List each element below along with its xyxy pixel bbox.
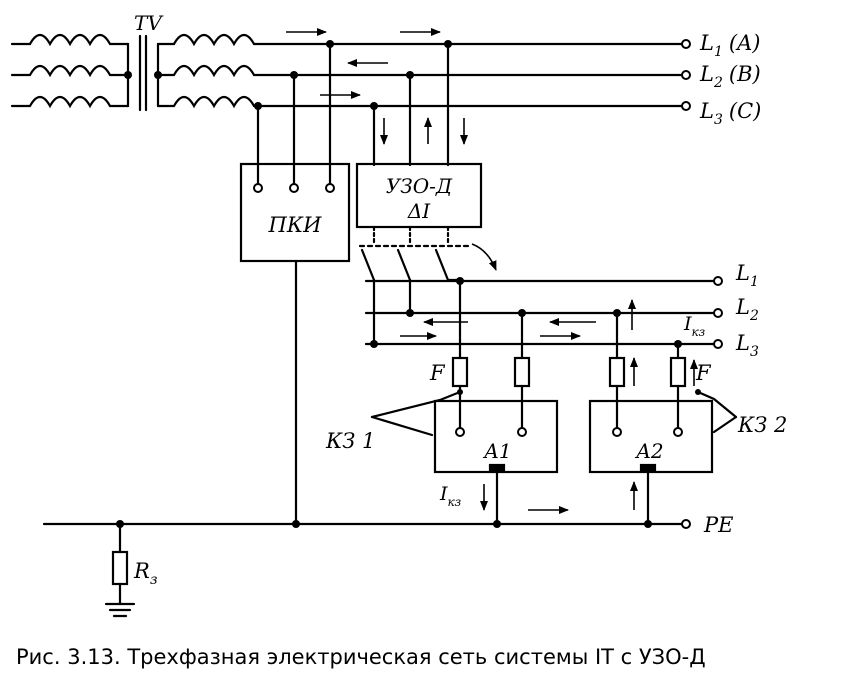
switch-contact-1: [360, 248, 376, 282]
svg-text:Iкз: Iкз: [683, 313, 705, 339]
device-a1-label: A1: [482, 439, 511, 463]
svg-text:L1(A): L1(A): [699, 31, 760, 60]
pki-label: ПКИ: [268, 213, 323, 237]
svg-text:L2(B): L2(B): [699, 62, 761, 91]
svg-text:Rз: Rз: [133, 559, 157, 588]
fuse-label-right: F: [695, 361, 712, 385]
svg-text:L2: L2: [735, 295, 759, 324]
transformer-secondary: [156, 33, 256, 109]
uzo-delta-label: ΔI: [407, 199, 431, 223]
kz1-label: КЗ 1: [325, 429, 375, 453]
line-l3-label: L3(C): [699, 99, 761, 128]
bus-l3-label: L3: [735, 331, 759, 360]
bus-l2-label: L2: [735, 295, 759, 324]
svg-text:L3(C): L3(C): [699, 99, 761, 128]
fuse-label-left: F: [429, 361, 446, 385]
transformer-label: TV: [134, 11, 164, 35]
uzo-box: [355, 162, 483, 229]
terminals: [253, 39, 723, 529]
line-l1-label: L1(A): [699, 31, 760, 60]
current-arrows: [286, 28, 698, 514]
ikz-label-top: Iкз: [683, 313, 705, 339]
transformer-core: [138, 34, 148, 112]
fuse-4: [669, 356, 687, 388]
ikz-label-bottom: Iкз: [439, 483, 461, 509]
svg-text:L1: L1: [735, 261, 759, 290]
uzo-label: УЗО-Д: [386, 174, 453, 198]
svg-text:Iкз: Iкз: [439, 483, 461, 509]
ground-symbol: [104, 602, 136, 618]
svg-text:L3: L3: [735, 331, 759, 360]
junctions: [116, 40, 701, 528]
fuse-1: [451, 356, 469, 388]
circuit-diagram: TV L1(A) L2(B) L3(C) L1 L2 L3 ПКИ УЗО-Д …: [10, 11, 787, 618]
bus-l1-label: L1: [735, 261, 759, 290]
figure-caption: Рис. 3.13. Трехфазная электрическая сеть…: [16, 645, 706, 669]
ground-resistor-label: Rз: [133, 559, 157, 588]
ground-resistor: [111, 550, 129, 586]
switch-contact-3: [434, 248, 450, 282]
kz2-label: КЗ 2: [737, 413, 787, 437]
fuse-2: [513, 356, 531, 388]
fuse-3: [608, 356, 626, 388]
pe-label: PE: [703, 513, 733, 537]
transformer-primary: [10, 33, 130, 109]
device-a2-label: A2: [634, 439, 663, 463]
line-l2-label: L2(B): [699, 62, 761, 91]
switch-contact-2: [396, 248, 412, 282]
